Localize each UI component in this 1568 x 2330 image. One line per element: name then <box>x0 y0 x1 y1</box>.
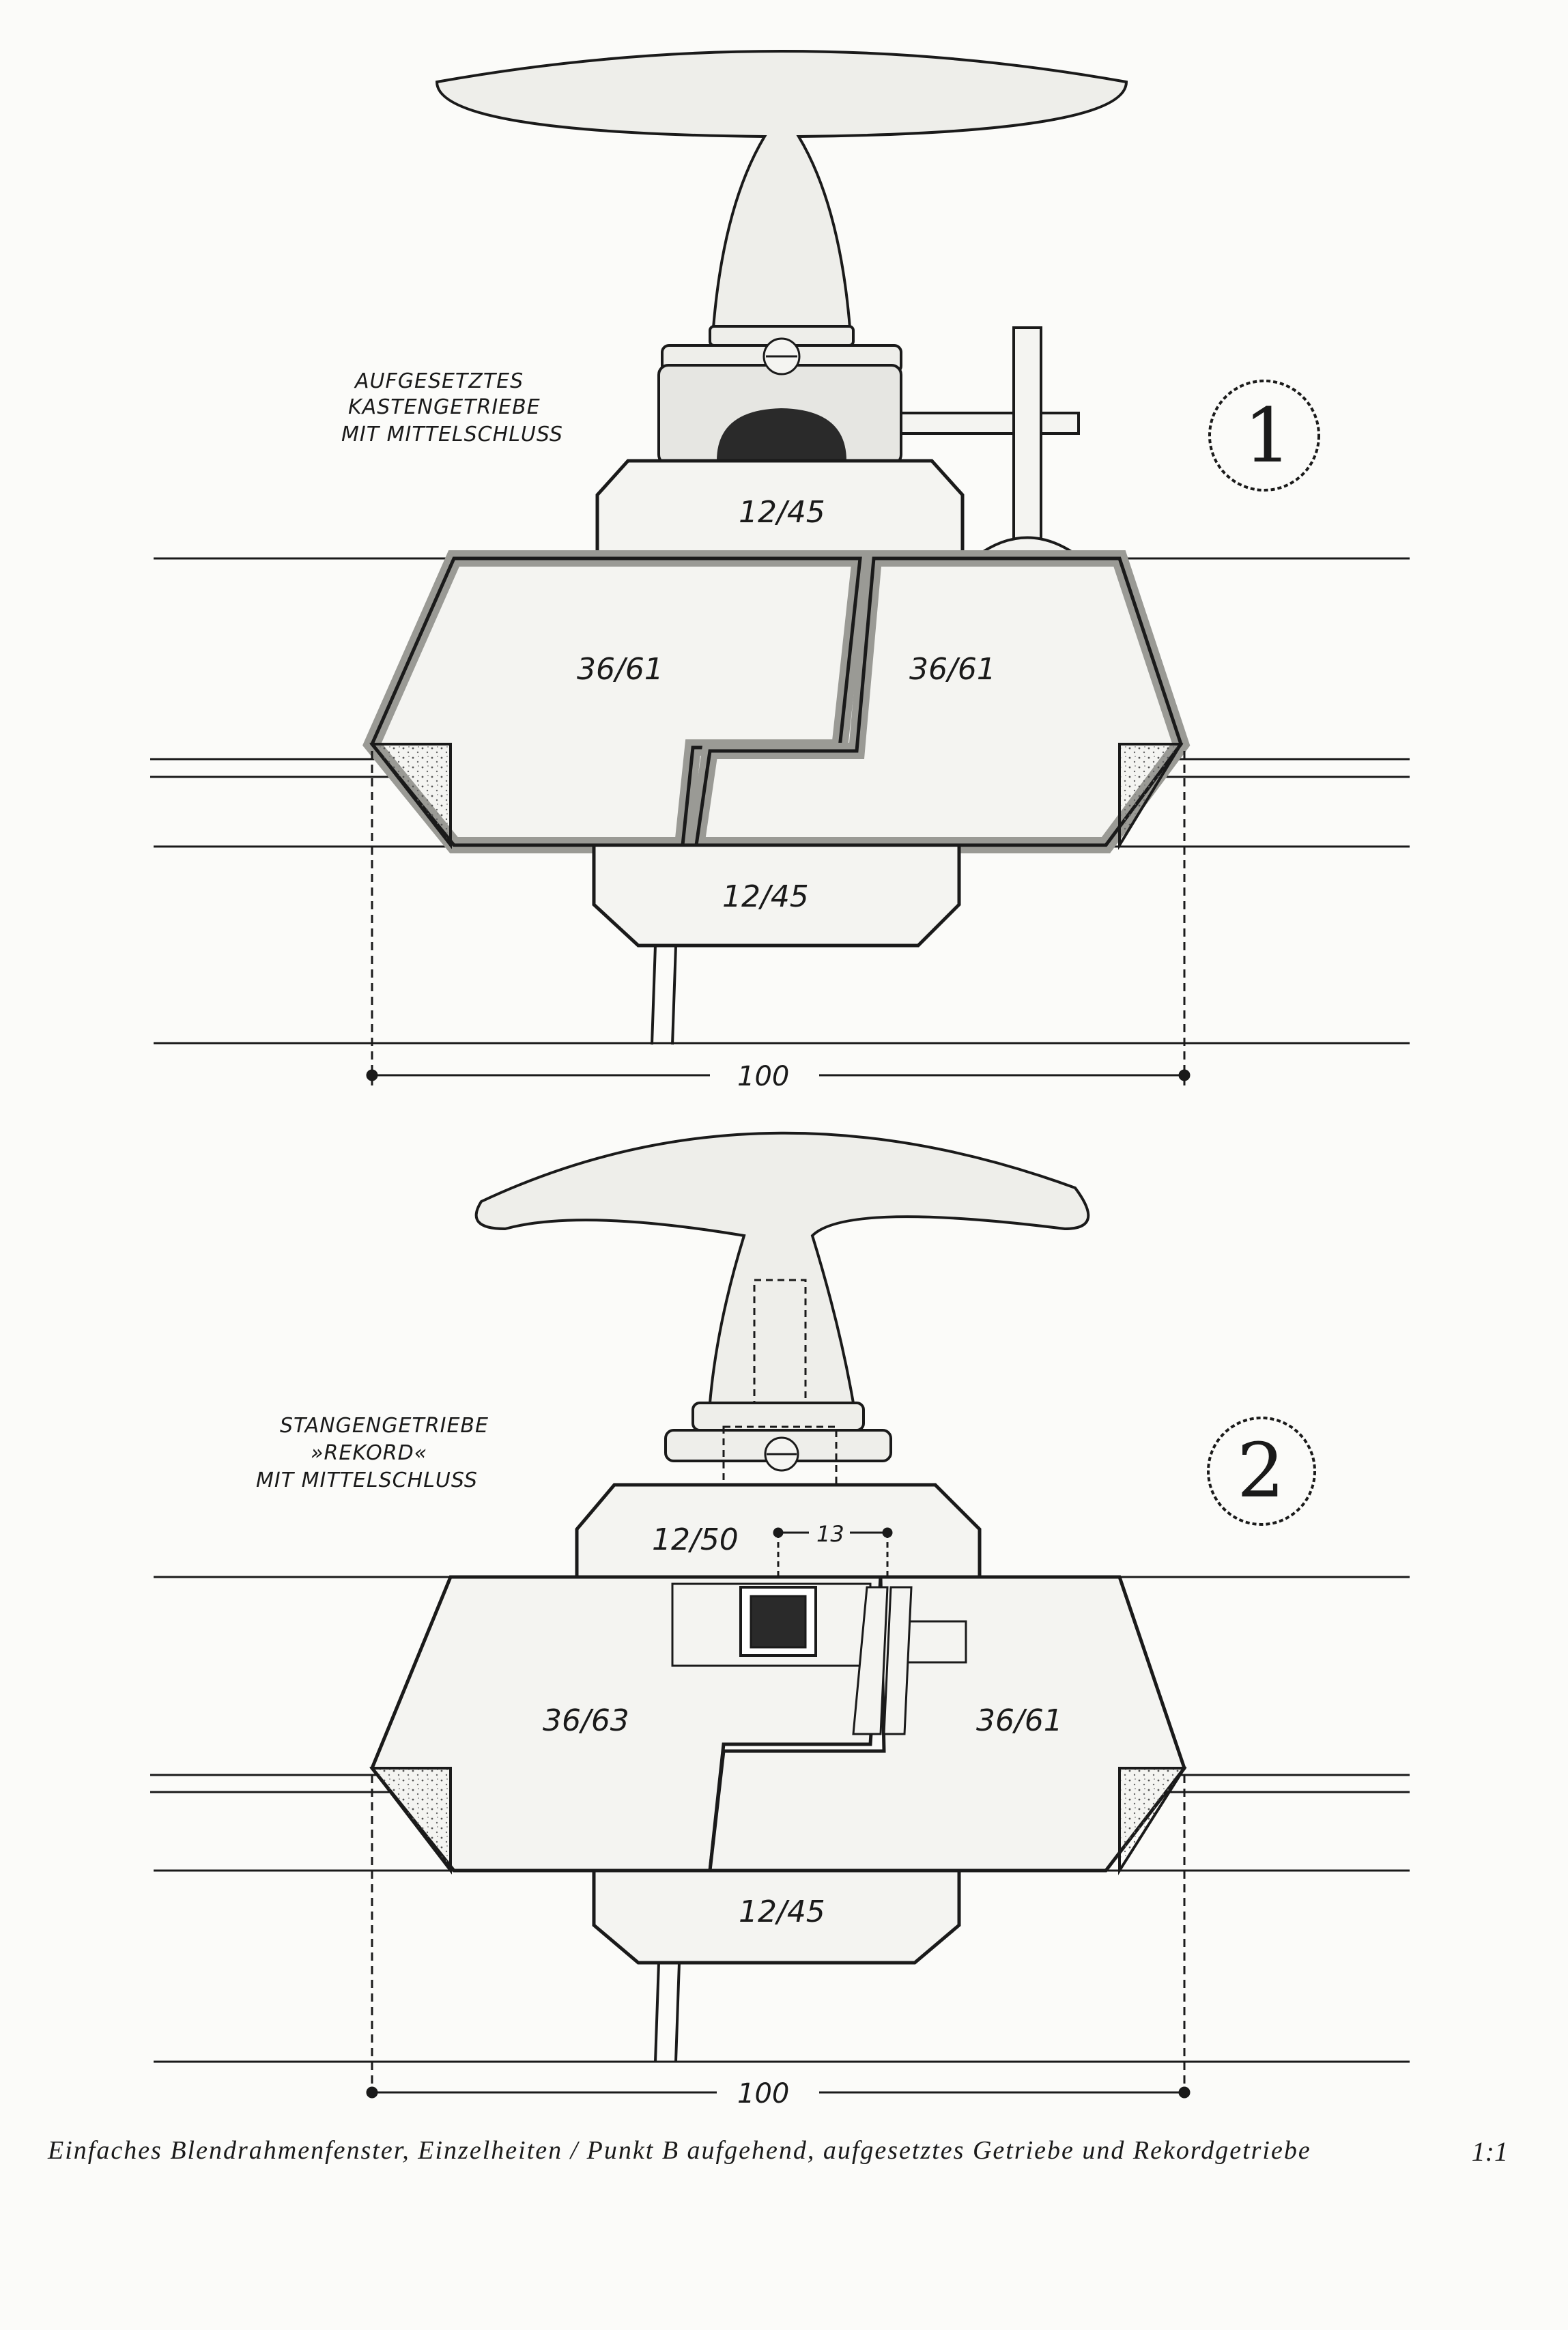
detail-1-dimension <box>366 751 1191 1085</box>
detail-1-gear-box <box>657 337 902 466</box>
detail-2-number: 2 <box>1237 1427 1285 1514</box>
detail-2-note-line-1: STANGENGETRIEBE <box>280 1414 489 1438</box>
detail-2-left-frame-label: 36/63 <box>543 1703 629 1738</box>
scale-label: 1:1 <box>1471 2136 1508 2167</box>
detail-2-dimension <box>366 1775 1191 2103</box>
detail-1-right-glazing-bead <box>1118 743 1184 851</box>
detail-1-number-circle <box>1208 380 1320 492</box>
detail-1-handle <box>435 50 1128 374</box>
detail-2-number-circle <box>1207 1417 1316 1526</box>
detail-2-note-line-2: »REKORD« <box>311 1441 427 1465</box>
detail-1: 1 AUFGESETZTES KASTENGETRIEBE MIT MITTEL… <box>150 50 1410 1092</box>
detail-1-top-profile-label: 12/45 <box>739 495 825 530</box>
detail-2-top-profile-label: 12/50 <box>652 1522 739 1557</box>
detail-2-note-line-3: MIT MITTELSCHLUSS <box>256 1468 478 1492</box>
figure-caption: Einfaches Blendrahmenfenster, Einzelheit… <box>48 2136 1311 2165</box>
detail-1-dimension-label: 100 <box>737 1061 789 1092</box>
detail-2-dimension-label: 100 <box>737 2078 789 2109</box>
detail-1-note-line-3: MIT MITTELSCHLUSS <box>341 423 563 446</box>
detail-2-left-glazing-bead <box>369 1767 452 1875</box>
detail-2-right-frame-label: 36/61 <box>976 1703 1063 1738</box>
detail-2-bottom-profile-label: 12/45 <box>739 1894 825 1929</box>
detail-1-left-frame-label: 36/61 <box>577 652 664 687</box>
detail-2-right-glazing-bead <box>1118 1767 1187 1875</box>
detail-2-handle <box>474 1131 1090 1462</box>
detail-1-bottom-profile-label: 12/45 <box>722 879 809 914</box>
detail-1-number: 1 <box>1244 392 1292 479</box>
detail-1-bottom-profile <box>592 843 961 948</box>
detail-1-note-line-2: KASTENGETRIEBE <box>348 395 541 419</box>
detail-2: 2 STANGENGETRIEBE »REKORD« MIT MITTELSCH… <box>150 1131 1410 2109</box>
detail-1-left-glazing-bead <box>369 743 452 849</box>
detail-1-note-line-1: AUFGESETZTES <box>354 369 524 393</box>
detail-2-offset-dimension-label: 13 <box>816 1521 844 1547</box>
detail-2-bottom-profile <box>592 1869 961 1965</box>
detail-2-rod-mechanism <box>671 1582 967 1735</box>
detail-2-offset-dimension <box>773 1527 893 1577</box>
detail-1-right-frame-label: 36/61 <box>909 652 996 687</box>
